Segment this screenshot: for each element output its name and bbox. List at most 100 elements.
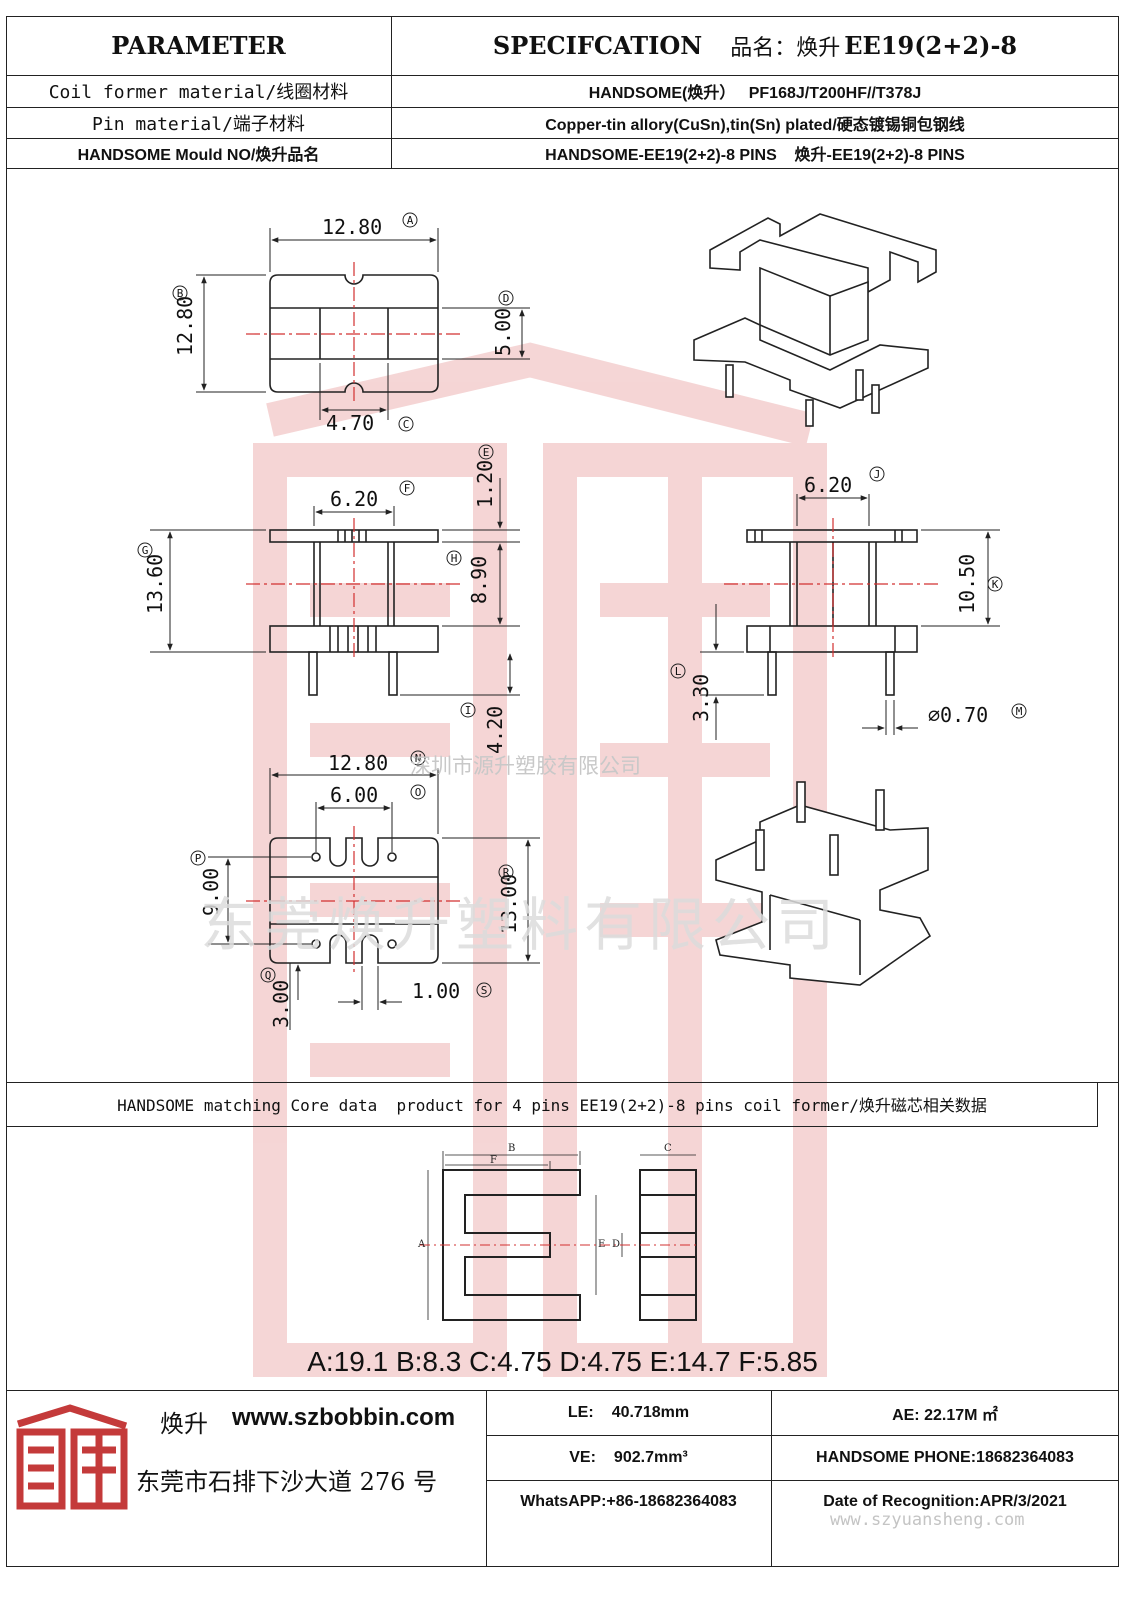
dim-g-value: 13.60 [143,554,167,614]
mould-no-label: HANDSOME Mould NO/焕升品名 [77,147,320,164]
dim-d-value: 5.00 [491,308,515,356]
bobbin-drawings: 12.80 12.80 4.70 5.00 1.20 6.20 13.60 8.… [137,212,1027,1030]
parameter-header: PARAMETER [111,31,286,60]
svg-text:E: E [483,446,490,459]
dim-h-value: 8.90 [467,556,491,604]
coil-material-value: HANDSOME(焕升） PF168J/T200HF//T378J [588,85,922,102]
svg-text:S: S [481,984,488,997]
core-drawing: B F A E C D [417,1143,700,1321]
dim-l-value: 3.30 [689,674,713,722]
le-cell: LE: 40.718mm [486,1390,771,1435]
ve-value: 902.7mm³ [613,1448,688,1466]
dim-c-value: 4.70 [326,411,374,435]
product-name-label: 品名：焕升 [730,35,841,61]
ref-letter-p: P [190,850,206,866]
ref-letter-d: D [498,290,514,306]
svg-text:J: J [874,468,881,481]
svg-text:N: N [415,752,422,765]
mould-no-value: HANDSOME-EE19(2+2)-8 PINS 焕升-EE19(2+2)-8… [545,147,965,164]
core-values: A:19.1 B:8.3 C:4.75 D:4.75 E:14.7 F:5.85 [307,1346,818,1377]
dim-p-value: 9.00 [199,868,223,916]
svg-text:Q: Q [265,969,272,982]
ref-letter-e: E [478,444,494,460]
ref-letter-a: A [402,212,418,228]
core-label-c: C [664,1143,672,1154]
svg-text:R: R [503,866,510,879]
svg-text:P: P [195,852,202,865]
core-label-b: B [508,1143,515,1154]
svg-text:L: L [675,665,682,678]
whatsapp-cell: WhatsAPP:+86-18682364083 [520,1493,737,1510]
ref-letter-m: M [1011,703,1027,719]
svg-text:D: D [503,292,510,305]
ve-label: VE: [569,1448,596,1466]
dim-m-value: ⌀0.70 [928,703,988,727]
ref-letter-h: H [446,550,462,566]
isometric-view-bottom [715,781,932,986]
company-logo [16,1404,128,1510]
dim-f-value: 6.20 [330,487,378,511]
core-label-a: A [417,1239,426,1250]
dim-n-value: 12.80 [328,751,388,775]
ref-letter-b: B [172,285,188,301]
isometric-view-top [693,213,937,427]
dim-i-value: 4.20 [483,706,507,754]
phone-cell: HANDSOME PHONE:18682364083 [816,1448,1074,1466]
pin-material-label: Pin material/端子材料 [92,113,305,135]
le-value: 40.718mm [611,1403,690,1421]
side-view [746,529,918,696]
ref-letter-n: N [410,750,426,766]
ve-cell: VE: 902.7mm³ [486,1435,771,1480]
ae-cell: AE: 22.17M ㎡ [892,1406,998,1424]
core-section-title: HANDSOME matching Core data product for … [117,1096,987,1115]
pin-material-value: Copper-tin allory(CuSn),tin(Sn) plated/硬… [545,116,965,134]
ref-letter-s: S [476,982,492,998]
coil-material-label: Coil former material/线圈材料 [48,82,349,103]
svg-text:C: C [403,418,410,431]
svg-text:O: O [415,786,422,799]
dim-r-value: 13.00 [497,874,521,934]
dim-a-value: 12.80 [322,215,382,239]
dim-q-value: 3.00 [269,980,293,1028]
ref-letter-q: Q [260,967,276,983]
svg-text:K: K [992,578,999,591]
svg-text:A: A [407,214,414,227]
ref-letter-f: F [399,480,415,496]
website-watermark: www.szyuansheng.com [830,1510,1025,1530]
company-watermark-large: 东莞焕升塑料有限公司 [200,891,841,959]
core-label-f: F [490,1155,497,1166]
dim-k-value: 10.50 [955,554,979,614]
company-watermark-small: 深圳市源升塑胶有限公司 [410,754,641,778]
ref-letter-i: I [460,702,476,718]
svg-text:I: I [465,704,472,717]
ref-letter-o: O [410,784,426,800]
specification-title: SPECIFCATION [492,31,703,60]
svg-text:F: F [404,482,411,495]
dim-b-value: 12.80 [173,296,197,356]
page-frame [6,16,1119,1567]
specification-header: SPECIFCATION 品名：焕升 EE19(2+2)-8 [391,16,1119,75]
dim-j-value: 6.20 [804,473,852,497]
brand-website[interactable]: www.szbobbin.com [232,1404,456,1431]
top-view [269,274,439,393]
ref-letter-k: K [987,576,1003,592]
ref-letter-l: L [670,663,686,679]
le-label: LE: [567,1403,594,1421]
brand-name: 焕升 [160,1410,208,1438]
svg-text:B: B [177,287,184,300]
ref-letter-c: C [398,416,414,432]
dim-o-value: 6.00 [330,783,378,807]
company-address: 东莞市石排下沙大道 276 号 [136,1468,438,1496]
product-name-value: EE19(2+2)-8 [844,31,1018,60]
date-cell: Date of Recognition:APR/3/2021 [823,1493,1067,1510]
core-label-e: E [598,1239,605,1250]
svg-text:M: M [1016,705,1023,718]
core-label-d: D [612,1239,620,1250]
svg-text:H: H [451,552,458,565]
dim-e-value: 1.20 [473,460,497,508]
dim-s-value: 1.00 [412,979,460,1003]
ref-letter-r: R [498,864,514,880]
ref-letter-j: J [869,466,885,482]
svg-text:G: G [142,544,149,557]
ref-letter-g: G [137,542,153,558]
